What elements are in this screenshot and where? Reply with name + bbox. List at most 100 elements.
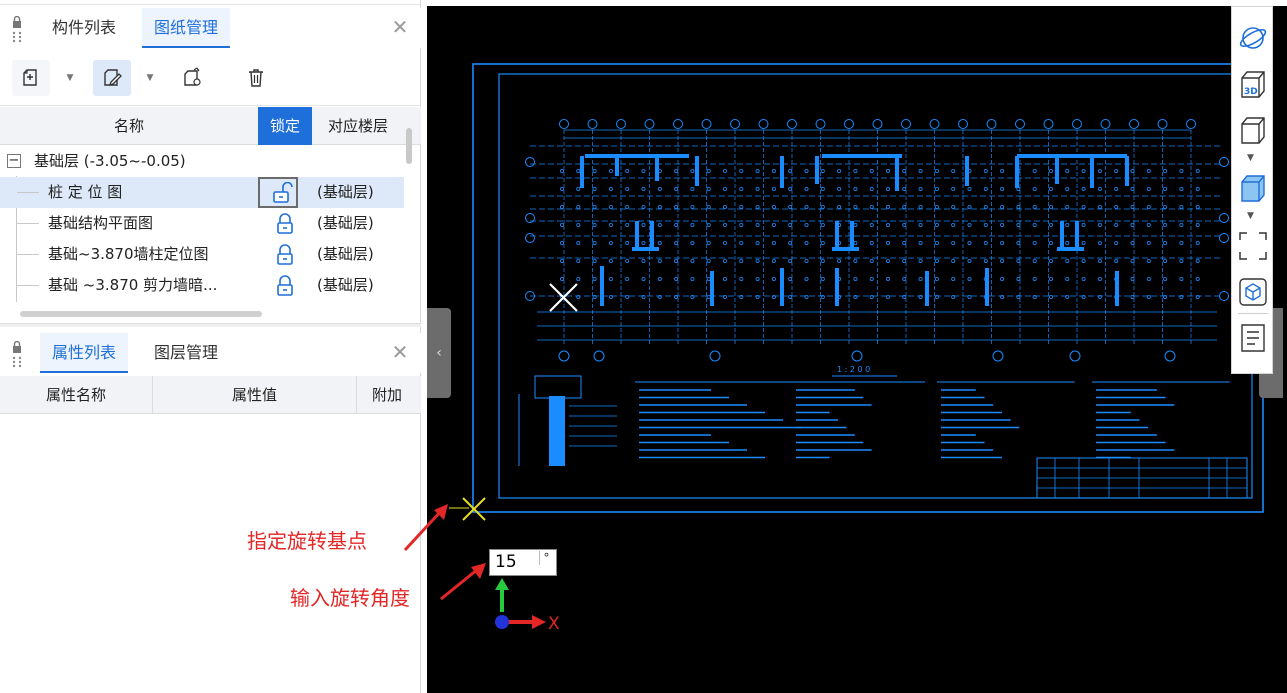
unlock-icon[interactable] [272,181,293,204]
pile-marker [869,168,874,173]
pile-marker [1146,222,1151,227]
pile-marker [951,276,956,281]
collapse-left-handle[interactable]: ‹ [427,308,451,398]
pile-marker [706,168,711,173]
lock-icon[interactable] [275,244,295,266]
pile-marker [837,240,842,245]
pile-marker [1195,258,1200,263]
pile-marker [739,240,744,245]
tab-component-list[interactable]: 构件列表 [52,18,117,37]
edit-drawing-icon [104,69,122,87]
pile-marker [804,258,809,263]
tab-drawing-management[interactable]: 图纸管理 [142,8,231,48]
pile-marker [722,222,727,227]
pile-marker [837,294,842,299]
pile-marker [690,258,695,263]
chevron-down-icon[interactable]: ▼ [1247,211,1254,221]
collapse-icon[interactable]: − [7,153,21,168]
cube-outline-icon[interactable] [1238,115,1268,145]
close-icon[interactable]: ✕ [391,340,409,364]
pile-marker [1114,168,1119,173]
pile-marker [885,240,890,245]
pile-marker [902,240,907,245]
pile-marker [820,258,825,263]
pile-marker [576,186,581,191]
drawing-row[interactable]: 桩 定 位 图(基础层) [0,177,404,208]
pile-marker [820,204,825,209]
pile-marker [674,168,679,173]
lock-icon[interactable] [275,213,295,235]
tab-property-list[interactable]: 属性列表 [40,333,129,373]
pile-marker [1032,240,1037,245]
pile-marker [1195,222,1200,227]
pile-marker [706,222,711,227]
3d-view-icon[interactable]: 3D [1238,69,1268,99]
list-doc-icon[interactable] [1238,323,1268,353]
drawing-floor: (基础层) [317,276,374,294]
axis-bubble-top [616,119,626,129]
pile-marker [739,258,744,263]
pile-marker [625,258,630,263]
chevron-down-icon[interactable]: ▼ [1247,153,1254,163]
rotation-angle-input[interactable]: 15 ° [489,549,557,576]
pile-marker [1163,186,1168,191]
vertical-scrollbar[interactable] [406,128,412,164]
pile-marker [983,186,988,191]
pile-marker [1081,204,1086,209]
pile-marker [885,276,890,281]
tree-group-row[interactable]: − 基础层 (-3.05~-0.05) [0,146,404,177]
pile-marker [690,186,695,191]
col-lock[interactable]: 锁定 [258,107,312,145]
pile-marker [820,276,825,281]
pile-marker [559,276,564,281]
lock-icon[interactable] [275,275,295,297]
pile-marker [885,294,890,299]
pile-marker [657,276,662,281]
close-icon[interactable]: ✕ [391,15,409,39]
pile-marker [1146,204,1151,209]
col-name: 名称 [113,117,144,135]
edit-drawing-button[interactable] [93,60,131,96]
pile-marker [1065,204,1070,209]
pile-marker [1049,186,1054,191]
axis-bubble-top [644,119,655,129]
layer-cube-icon[interactable] [1238,277,1268,307]
pile-marker [853,294,858,299]
add-drawing-button[interactable] [12,60,50,96]
horizontal-scrollbar[interactable] [20,311,262,317]
scale-label: 1 : 2 0 0 [837,365,870,374]
pile-marker [690,240,695,245]
orbit-icon[interactable] [1238,23,1268,53]
pile-marker [1146,186,1151,191]
add-drawing-dropdown-icon[interactable]: ▼ [66,73,74,83]
drawing-name: 基础~3.870墙柱定位图 [48,245,209,263]
pile-marker [706,294,711,299]
axis-bubble-top [758,119,769,129]
pile-marker [934,222,939,227]
pin-lock-icon[interactable] [10,341,24,369]
fullscreen-icon[interactable] [1238,231,1268,261]
pin-lock-icon[interactable] [10,16,24,44]
drawing-row[interactable]: 基础~3.870墙柱定位图(基础层) [0,239,404,270]
pile-marker [853,258,858,263]
axis-bubble-top [929,119,940,129]
pile-marker [625,276,630,281]
pile-marker [853,276,858,281]
pile-marker [690,276,695,281]
pile-marker [934,204,939,209]
delete-drawing-button[interactable] [237,60,275,96]
pile-marker [592,240,597,245]
pile-marker [559,204,564,209]
tab-layer-management[interactable]: 图层管理 [154,343,219,362]
pile-marker [608,276,613,281]
edit-drawing-dropdown-icon[interactable]: ▼ [146,73,154,83]
pile-marker [1000,240,1005,245]
drawing-row[interactable]: 基础结构平面图(基础层) [0,208,404,239]
cube-shaded-icon[interactable] [1238,173,1268,203]
pile-marker [771,258,776,263]
panel-divider[interactable] [0,323,421,327]
import-drawing-button[interactable] [173,60,211,96]
pile-marker [1065,258,1070,263]
drawing-row[interactable]: 基础 ~3.870 剪力墙暗...(基础层) [0,270,404,301]
drawing-canvas[interactable]: 1 : 2 0 0 [427,6,1287,693]
